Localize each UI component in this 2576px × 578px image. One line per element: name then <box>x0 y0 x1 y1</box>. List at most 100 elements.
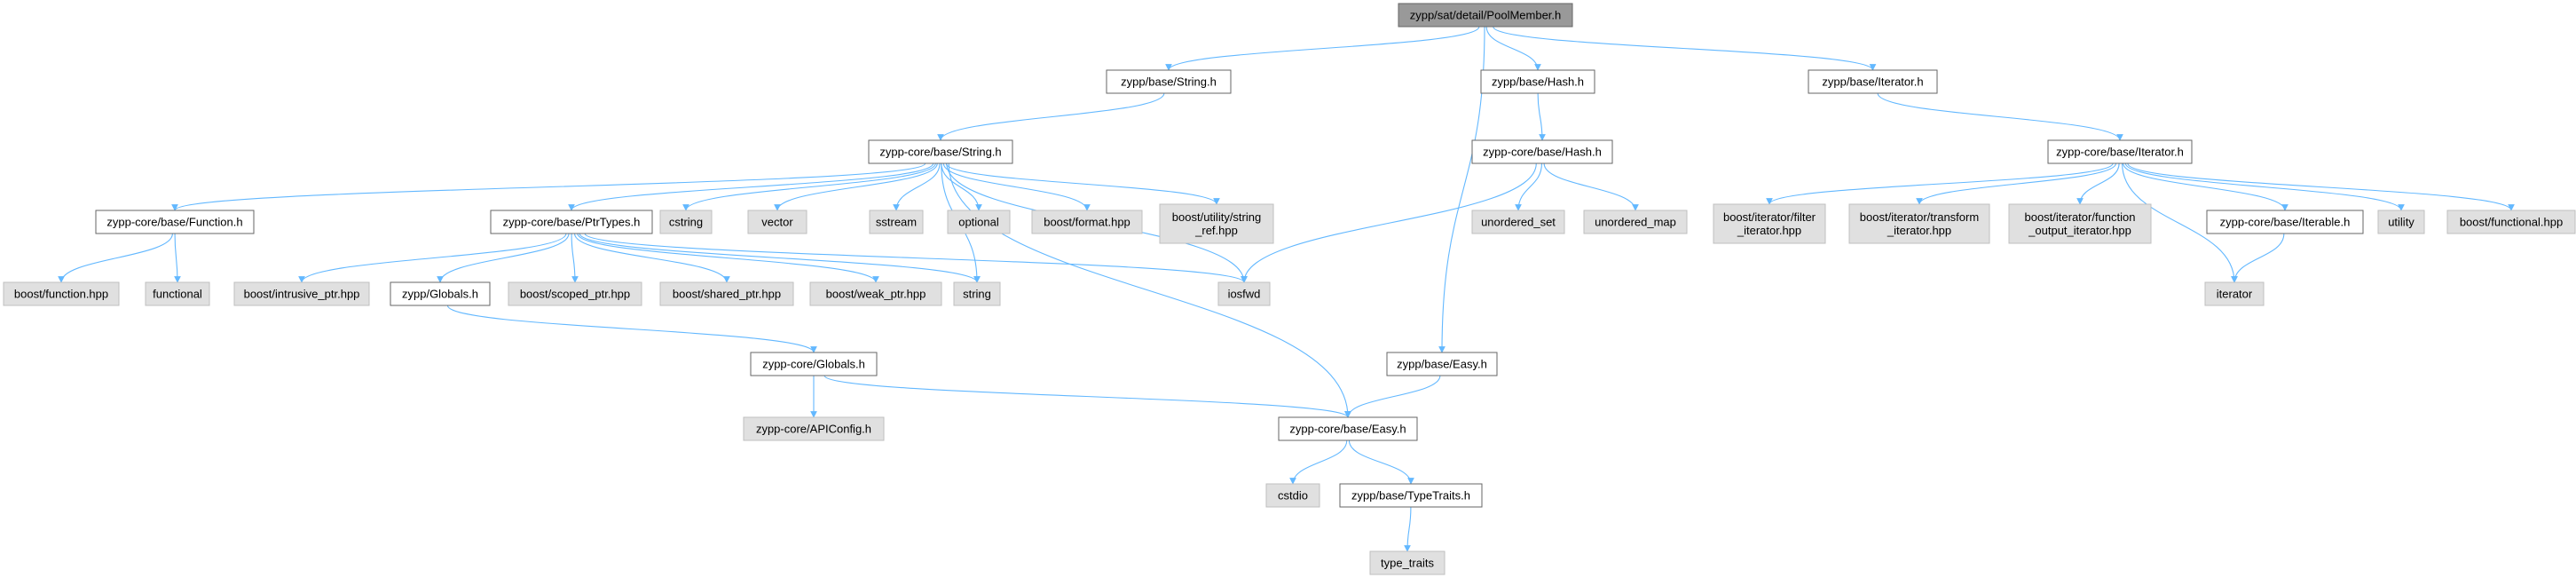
node-label: _iterator.hpp <box>1887 224 1951 237</box>
node-root[interactable]: zypp/sat/detail/PoolMember.h <box>1398 3 1573 28</box>
node-boost-scoped: boost/scoped_ptr.hpp <box>508 281 642 306</box>
node-zcb-function[interactable]: zypp-core/base/Function.h <box>95 210 255 234</box>
node-label: zypp-core/base/Hash.h <box>1483 146 1602 159</box>
node-cstring: cstring <box>659 210 713 234</box>
node-box <box>1398 3 1573 28</box>
edge-zcb_ptrtypes-to-iosfwd <box>584 233 1248 283</box>
node-label: boost/function.hpp <box>14 288 108 301</box>
node-zb-typetraits[interactable]: zypp/base/TypeTraits.h <box>1339 483 1483 508</box>
node-box <box>659 210 713 234</box>
node-zcb-iterator[interactable]: zypp-core/base/Iterator.h <box>2047 139 2193 164</box>
node-box <box>1369 550 1446 575</box>
node-boost-function: boost/function.hpp <box>3 281 120 306</box>
node-label: zypp-core/base/String.h <box>879 146 1001 159</box>
node-label: boost/weak_ptr.hpp <box>826 288 926 301</box>
node-label: type_traits <box>1381 557 1434 570</box>
node-label: zypp-core/APIConfig.h <box>756 423 871 436</box>
node-label: functional <box>153 288 202 301</box>
node-boost-transform-it: boost/iterator/transform_iterator.hpp <box>1848 203 1990 244</box>
node-box <box>743 416 885 441</box>
node-label: optional <box>958 216 999 229</box>
node-label: zypp/base/TypeTraits.h <box>1351 489 1470 503</box>
node-unordered-map: unordered_map <box>1583 210 1688 234</box>
node-label: boost/utility/string <box>1172 210 1261 224</box>
edge-zb_iterator-to-zcb_iterator <box>1877 92 2123 141</box>
node-box <box>747 210 807 234</box>
node-box <box>2047 139 2193 164</box>
edge-zb_typetraits-to-type_traits <box>1404 506 1412 552</box>
node-box <box>1808 69 1938 94</box>
node-boost-intrusive: boost/intrusive_ptr.hpp <box>233 281 370 306</box>
edge-root-to-zb_iterator <box>1493 26 1877 71</box>
node-box <box>95 210 255 234</box>
node-box <box>390 281 491 306</box>
edge-zcb_iterator-to-boost_function_out_it <box>2076 162 2120 205</box>
node-label: _ref.hpp <box>1194 224 1238 237</box>
node-zypp-core-globals[interactable]: zypp-core/Globals.h <box>750 352 878 376</box>
node-zb-hash[interactable]: zypp/base/Hash.h <box>1480 69 1595 94</box>
node-optional: optional <box>947 210 1011 234</box>
node-label: boost/iterator/transform <box>1860 210 1979 224</box>
node-zcb-ptrtypes[interactable]: zypp-core/base/PtrTypes.h <box>490 210 653 234</box>
node-functional: functional <box>145 281 210 306</box>
node-label: string <box>963 288 991 301</box>
node-zcb-iterable[interactable]: zypp-core/base/Iterable.h <box>2206 210 2364 234</box>
node-label: iosfwd <box>1228 288 1261 301</box>
node-zb-iterator[interactable]: zypp/base/Iterator.h <box>1808 69 1938 94</box>
node-label: boost/iterator/filter <box>1723 210 1816 224</box>
node-box <box>1480 69 1595 94</box>
edge-zcb_ptrtypes-to-boost_shared <box>573 233 730 283</box>
edge-zcb_function-to-boost_function <box>58 233 173 283</box>
edge-zcb_iterator-to-boost_filter_it <box>1766 162 2114 205</box>
node-label: vector <box>761 216 793 229</box>
node-zb-easy[interactable]: zypp/base/Easy.h <box>1386 352 1498 376</box>
edge-root-to-zb_string <box>1165 26 1480 71</box>
node-label: zypp/base/String.h <box>1121 75 1217 89</box>
node-label: cstdio <box>1278 489 1308 503</box>
node-sstream: sstream <box>869 210 924 234</box>
node-box <box>1265 483 1320 508</box>
node-zcb-hash[interactable]: zypp-core/base/Hash.h <box>1471 139 1613 164</box>
node-box <box>2446 210 2576 234</box>
node-zcb-easy[interactable]: zypp-core/base/Easy.h <box>1278 416 1418 441</box>
node-box <box>2008 203 2152 244</box>
edge-zcb_hash-to-iosfwd <box>1241 162 1537 283</box>
node-vector: vector <box>747 210 807 234</box>
node-box <box>1471 210 1565 234</box>
edge-zcb_iterable-to-iterator <box>2231 233 2285 283</box>
edge-zcb_ptrtypes-to-boost_intrusive <box>298 233 567 283</box>
node-label: zypp/base/Easy.h <box>1397 358 1487 371</box>
edge-zcb_ptrtypes-to-boost_scoped <box>571 233 579 283</box>
node-label: zypp/Globals.h <box>402 288 478 301</box>
node-label: boost/intrusive_ptr.hpp <box>244 288 360 301</box>
node-boost-function-out-it: boost/iterator/function_output_iterator.… <box>2008 203 2152 244</box>
node-label: boost/format.hpp <box>1044 216 1130 229</box>
node-label: zypp-core/base/Function.h <box>106 216 242 229</box>
node-label: zypp-core/base/PtrTypes.h <box>503 216 641 229</box>
edge-zcb_iterator-to-zcb_iterable <box>2123 162 2288 211</box>
edge-zcb_string-to-cstring <box>682 162 936 211</box>
node-box <box>1339 483 1483 508</box>
node-box <box>1278 416 1418 441</box>
node-box <box>2377 210 2425 234</box>
node-box <box>1159 203 1274 244</box>
node-cstdio: cstdio <box>1265 483 1320 508</box>
node-label: boost/shared_ptr.hpp <box>673 288 781 301</box>
node-zb-string[interactable]: zypp/base/String.h <box>1106 69 1232 94</box>
node-label: _output_iterator.hpp <box>2028 224 2131 237</box>
node-label: _iterator.hpp <box>1737 224 1801 237</box>
node-label: zypp-core/base/Iterator.h <box>2056 146 2184 159</box>
edge-zcb_function-to-functional <box>174 233 181 283</box>
edge-zb_string-to-zcb_string <box>937 92 1165 141</box>
edge-zcb_hash-to-unordered_set <box>1515 162 1543 211</box>
edge-zcb_ptrtypes-to-string <box>579 233 981 283</box>
node-boost-filter-it: boost/iterator/filter_iterator.hpp <box>1713 203 1826 244</box>
node-box <box>868 139 1013 164</box>
node-boost-shared: boost/shared_ptr.hpp <box>659 281 794 306</box>
node-zcb-string[interactable]: zypp-core/base/String.h <box>868 139 1013 164</box>
node-label: unordered_map <box>1595 216 1676 229</box>
node-label: utility <box>2388 216 2415 229</box>
node-label: unordered_set <box>1481 216 1556 229</box>
edge-zcb_string-to-zcb_ptrtypes <box>568 162 934 211</box>
node-zypp-globals[interactable]: zypp/Globals.h <box>390 281 491 306</box>
